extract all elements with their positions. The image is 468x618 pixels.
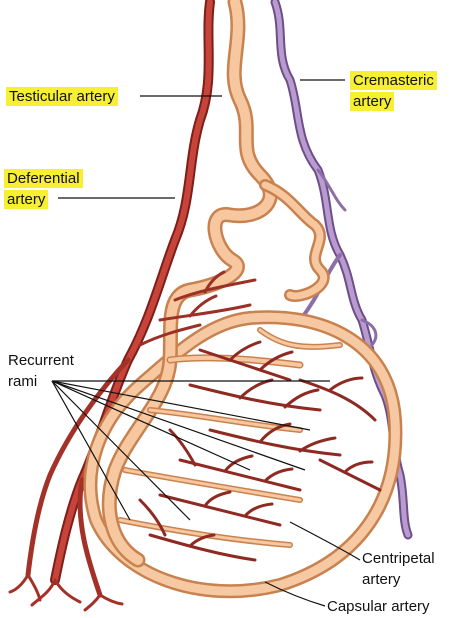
- recurrent-leader-line-4: [51, 380, 251, 471]
- cremasteric-line2: artery: [350, 92, 395, 111]
- deferential-artery-label: Deferential artery: [4, 168, 83, 210]
- centripetal-artery-label: Centripetal artery: [362, 548, 435, 590]
- cremasteric-artery-label: Cremasteric artery: [350, 70, 437, 112]
- capsular-artery-text: Capsular artery: [327, 598, 430, 615]
- cremasteric-line1: Cremasteric: [350, 71, 437, 90]
- recurrent-rami-branches: [138, 270, 257, 347]
- leader-lines: [51, 79, 361, 607]
- centripetal-line2: artery: [362, 571, 401, 588]
- recurrent-leader-line-6: [51, 380, 131, 521]
- recurrent-line2: rami: [8, 373, 38, 390]
- recurrent-leader-line-3: [51, 380, 306, 471]
- testicular-artery: [101, 0, 343, 568]
- recurrent-leader-line-2: [51, 380, 311, 431]
- recurrent-rami-label: Recurrent rami: [8, 350, 74, 392]
- centripetal-leader-line: [289, 521, 361, 561]
- deferential-artery: [8, 0, 215, 612]
- capsular-leader-line: [264, 581, 326, 607]
- deferential-line2: artery: [4, 190, 49, 209]
- recurrent-line1: Recurrent: [8, 352, 74, 369]
- centripetal-arteries: [138, 340, 382, 562]
- testicular-artery-label: Testicular artery: [6, 86, 118, 107]
- centripetal-line1: Centripetal: [362, 550, 435, 567]
- testis-capsule: [83, 310, 403, 599]
- capsular-artery-label: Capsular artery: [327, 596, 430, 617]
- deferential-line1: Deferential: [4, 169, 83, 188]
- recurrent-leader-line-5: [51, 380, 191, 521]
- testicular-artery-text: Testicular artery: [6, 87, 118, 106]
